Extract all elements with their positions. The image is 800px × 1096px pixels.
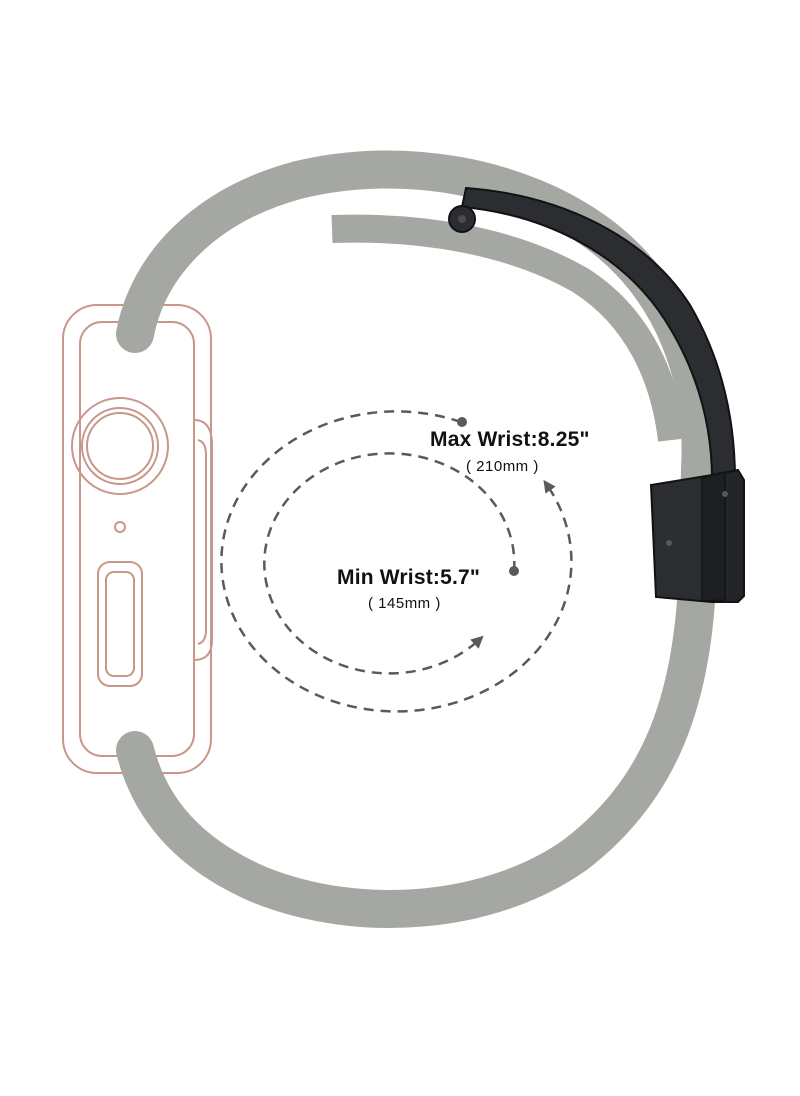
band-strap-icon bbox=[116, 150, 720, 928]
max-wrist-label: Max Wrist:8.25" bbox=[430, 428, 590, 451]
min-wrist-metric: ( 145mm ) bbox=[368, 595, 441, 612]
min-wrist-start-dot-icon bbox=[509, 566, 519, 576]
min-wrist-arrow-icon bbox=[263, 452, 516, 675]
clasp-icon bbox=[448, 186, 745, 604]
max-wrist-start-dot-icon bbox=[457, 417, 467, 427]
max-wrist-arrow-icon bbox=[220, 410, 573, 713]
max-wrist-metric: ( 210mm ) bbox=[466, 458, 539, 475]
min-wrist-label: Min Wrist:5.7" bbox=[337, 566, 481, 589]
watch-body-icon bbox=[62, 304, 213, 774]
